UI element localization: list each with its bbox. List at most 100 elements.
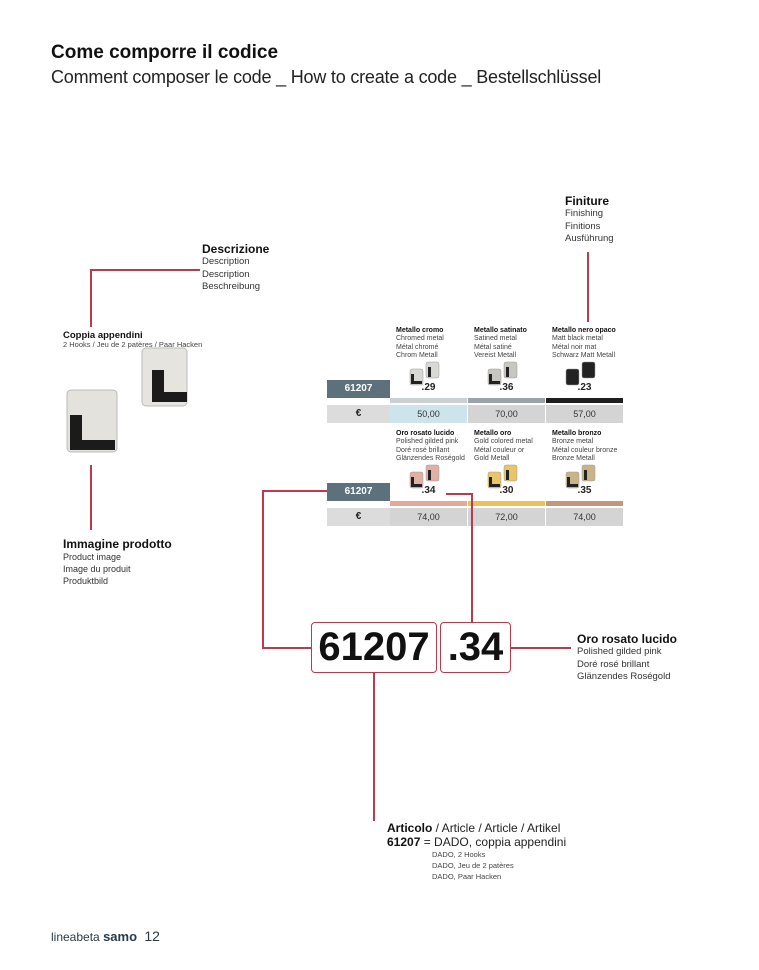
hook-icon [409, 464, 440, 489]
connector-line [90, 465, 92, 530]
connector-line [262, 647, 311, 649]
finish-name: Metallo satinato [474, 327, 527, 334]
finish-name: Oro rosato lucido [396, 430, 455, 437]
connector-line [262, 490, 264, 648]
descrizione-title: Descrizione [202, 242, 270, 256]
finish-header: Metallo nero opaco Matt black metal Méta… [552, 326, 629, 361]
hook-icon [487, 464, 518, 489]
finish-code: .35 [577, 485, 592, 496]
articolo-block: Articolo / Article / Article / Artikel 6… [387, 821, 566, 882]
finish-name: Metallo nero opaco [552, 327, 616, 334]
connector-line [511, 647, 571, 649]
finiture-label: Finiture Finishing Finitions Ausführung [565, 194, 614, 246]
currency-cell: € [327, 508, 390, 526]
article-code-cell: 61207 [327, 483, 390, 501]
finish-header: Metallo satinato Satined metal Métal sat… [474, 326, 551, 361]
connector-line [446, 493, 472, 495]
descrizione-label: Descrizione Description Description Besc… [202, 242, 269, 294]
finish-code: .34 [421, 485, 436, 496]
finish-line: Doré rosé brillant [577, 658, 650, 670]
finish-translation: Schwarz Matt Metall [552, 352, 616, 359]
finish-header: Metallo bronzo Bronze metal Métal couleu… [552, 429, 629, 464]
article-code-cell: 61207 [327, 380, 390, 398]
finish-translation: Métal couleur or [474, 446, 525, 454]
articolo-translations: / Article / Article / Artikel [432, 821, 561, 835]
finish-color-bar [468, 398, 545, 403]
product-image [66, 347, 188, 453]
finish-name: Metallo bronzo [552, 430, 602, 437]
price-cell: 74,00 [390, 508, 467, 526]
finish-translation: Métal satiné [474, 343, 512, 351]
finish-header: Metallo cromo Chromed metal Métal chromé… [396, 326, 473, 361]
finish-color-bar [468, 501, 545, 506]
immagine-label: Immagine prodotto Product image Image du… [63, 537, 172, 587]
finish-code: .36 [499, 382, 514, 393]
immagine-title: Immagine prodotto [63, 537, 172, 551]
brand-lineabeta: lineabeta [51, 930, 100, 944]
finish-translation: Matt black metal [552, 335, 603, 342]
finish-translation: Métal couleur bronze [552, 446, 618, 454]
finish-code: .30 [499, 485, 514, 496]
finish-line: Polished gilded pink [577, 646, 662, 657]
descrizione-line: Description [202, 268, 250, 280]
finish-translation: Chromed metal [396, 335, 444, 342]
connector-line [373, 673, 375, 821]
connector-line [90, 269, 200, 271]
finish-description: Oro rosato lucido Polished gilded pink D… [577, 632, 677, 684]
price-cell: 57,00 [546, 405, 623, 423]
articolo-line: DADO, Paar Hacken [432, 872, 502, 881]
finish-translation: Polished gilded pink [396, 438, 459, 445]
article-code-box: 61207 [311, 622, 437, 673]
finish-color-bar [390, 501, 467, 506]
descrizione-line: Beschreibung [202, 281, 261, 292]
finish-translation: Métal chromé [396, 343, 439, 351]
brand-samo: samo [103, 929, 138, 944]
finiture-line: Ausführung [565, 233, 614, 244]
finish-translation: Gold colored metal [474, 438, 533, 445]
finiture-line: Finitions [565, 220, 601, 232]
descrizione-line: Description [202, 256, 250, 267]
page-title: Come comporre il codice [51, 42, 279, 63]
articolo-code: 61207 [387, 835, 421, 849]
finish-translation: Satined metal [474, 335, 517, 342]
finish-name: Oro rosato lucido [577, 632, 678, 646]
finish-name: Metallo cromo [396, 327, 444, 334]
finish-code: .23 [577, 382, 592, 393]
finish-code-box: .34 [440, 622, 511, 673]
articolo-line: DADO, 2 Hooks [432, 850, 486, 859]
hook-icon [565, 361, 596, 386]
finiture-line: Finishing [565, 208, 604, 219]
finish-name: Metallo oro [474, 430, 512, 437]
finish-translation: Gold Metall [474, 455, 510, 462]
product-name-block: Coppia appendini 2 Hooks / Jeu de 2 patè… [63, 330, 202, 350]
finish-header: Metallo oro Gold colored metal Métal cou… [474, 429, 551, 464]
product-translations: 2 Hooks / Jeu de 2 patères / Paar Hacken [63, 340, 203, 349]
hook-icon [66, 347, 188, 453]
price-cell: 72,00 [468, 508, 545, 526]
page-number: 12 [144, 928, 160, 944]
finish-color-bar [546, 501, 623, 506]
articolo-line: DADO, Jeu de 2 patères [432, 861, 514, 870]
finish-header: Oro rosato lucido Polished gilded pink D… [396, 429, 473, 464]
price-cell: 74,00 [546, 508, 623, 526]
immagine-line: Produktbild [63, 576, 109, 586]
finish-color-bar [546, 398, 623, 403]
finish-translation: Métal noir mat [552, 343, 597, 351]
finish-translation: Doré rosé brillant [396, 446, 450, 454]
finish-code: .29 [421, 382, 436, 393]
finish-color-bar [390, 398, 467, 403]
hook-icon [409, 361, 440, 386]
finish-translation: Chrom Metall [396, 352, 438, 359]
page-subtitle: Comment composer le code _ How to create… [51, 67, 602, 87]
connector-line [262, 490, 327, 492]
connector-line [90, 269, 92, 327]
connector-line [587, 252, 589, 322]
finish-translation: Bronze metal [552, 438, 594, 445]
price-cell: 70,00 [468, 405, 545, 423]
hook-icon [565, 464, 596, 489]
immagine-line: Product image [63, 552, 122, 562]
finish-translation: Vereist Metall [474, 352, 517, 359]
immagine-line: Image du produit [63, 564, 131, 574]
product-name: Coppia appendini [63, 330, 143, 341]
